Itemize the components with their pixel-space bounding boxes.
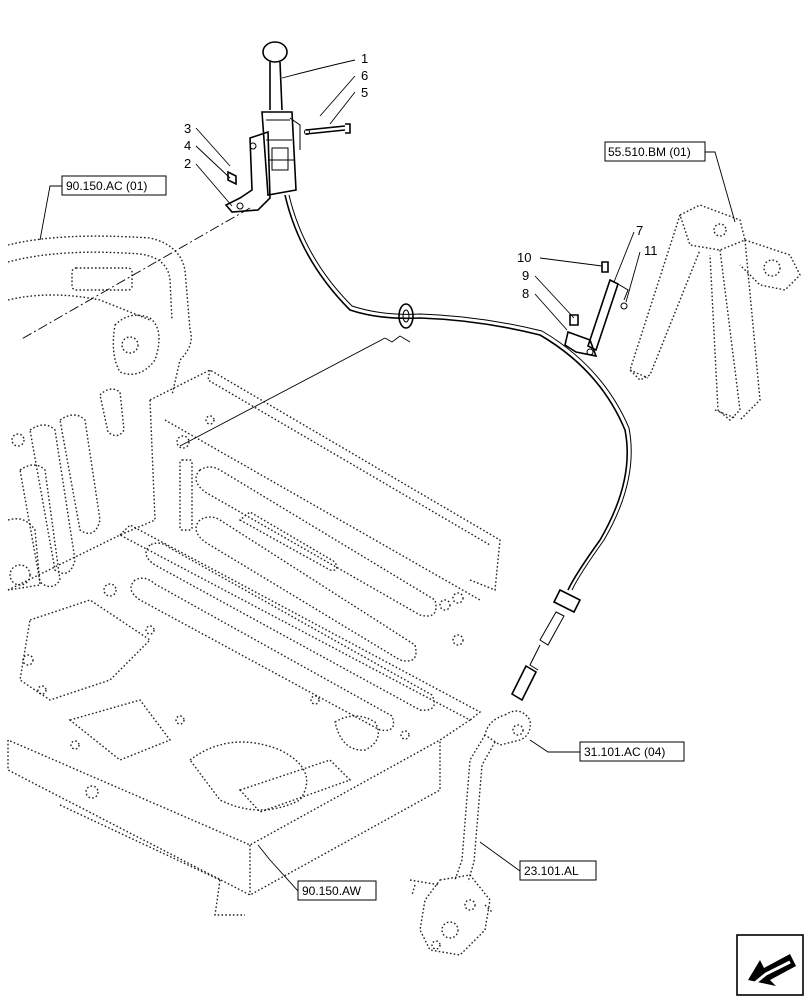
ref-box-55510bm[interactable]: 55.510.BM (01) [604,141,706,162]
floor-leader [179,337,386,447]
callout-5: 5 [361,85,368,100]
next-page-arrow-icon[interactable] [736,934,804,996]
ref-label-31101ac: 31.101.AC (04) [584,745,665,759]
callout-1: 1 [361,51,368,66]
ref-box-90150ac[interactable]: 90.150.AC (01) [61,175,167,196]
ref-label-23101al: 23.101.AL [524,864,579,878]
ref-box-90150aw[interactable]: 90.150.AW [297,880,377,901]
ref-label-90150ac: 90.150.AC (01) [66,179,147,193]
callout-3: 3 [184,121,191,136]
callout-4: 4 [184,138,191,153]
callout-7: 7 [636,223,643,238]
callout-11: 11 [644,243,658,258]
cab-floor-frame [7,235,501,916]
shift-cable [284,194,632,702]
callout-2: 2 [184,156,191,171]
callout-6: 6 [361,68,368,83]
callout-9: 9 [522,268,529,283]
ref-label-90150aw: 90.150.AW [302,884,362,898]
callout-8: 8 [522,286,529,301]
center-line [19,207,251,341]
ref-label-55510bm: 55.510.BM (01) [608,145,691,159]
cable-bracket [564,261,629,358]
ref-box-31101ac[interactable]: 31.101.AC (04) [579,741,685,762]
ref-box-23101al[interactable]: 23.101.AL [519,860,597,881]
transmission-linkage [409,710,531,956]
callout-leaders [39,59,736,892]
callout-10: 10 [517,250,531,265]
shift-lever-assembly [224,41,351,213]
pedal-bracket [629,204,801,421]
